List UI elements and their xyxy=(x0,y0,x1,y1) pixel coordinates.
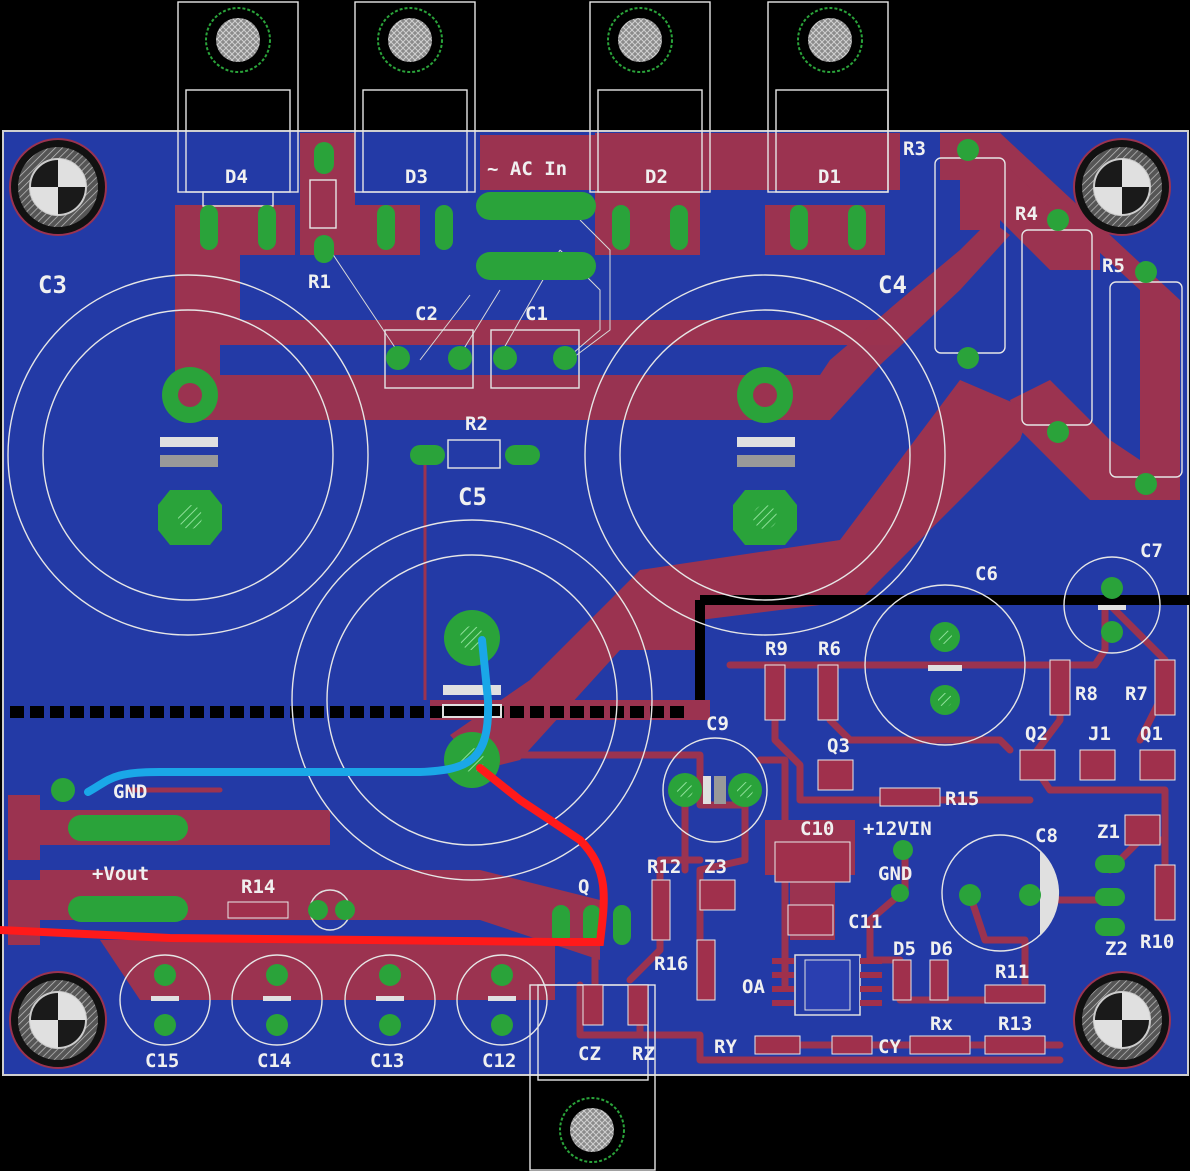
label-r1: R1 xyxy=(308,271,331,293)
mounting-holes xyxy=(9,138,1171,1069)
label-r11: R11 xyxy=(995,961,1029,983)
label-j1: J1 xyxy=(1088,723,1111,745)
label-c13: C13 xyxy=(370,1050,404,1072)
label-c10: C10 xyxy=(800,818,834,840)
label-c9: C9 xyxy=(706,713,729,735)
output-wire xyxy=(0,764,608,946)
label-c6: C6 xyxy=(975,563,998,585)
label-r5: R5 xyxy=(1102,255,1125,277)
label-12vin: +12VIN xyxy=(863,818,932,840)
label-c11: C11 xyxy=(848,911,882,933)
label-r12: R12 xyxy=(647,856,681,878)
label-z3: Z3 xyxy=(704,856,727,878)
gnd-wire xyxy=(84,636,493,796)
label-d4: D4 xyxy=(225,166,248,188)
label-c8: C8 xyxy=(1035,825,1058,847)
label-gnd: GND xyxy=(113,781,147,803)
label-rz: RZ xyxy=(632,1043,655,1065)
label-d2: D2 xyxy=(645,166,668,188)
label-vout: +Vout xyxy=(92,863,149,885)
label-c14: C14 xyxy=(257,1050,291,1072)
label-cz: CZ xyxy=(578,1043,601,1065)
label-r8: R8 xyxy=(1075,683,1098,705)
label-d1: D1 xyxy=(818,166,841,188)
label-ry: RY xyxy=(714,1036,737,1058)
label-q2: Q2 xyxy=(1025,723,1048,745)
label-q1: Q1 xyxy=(1140,723,1163,745)
label-q3: Q3 xyxy=(827,735,850,757)
label-c7: C7 xyxy=(1140,540,1163,562)
label-r9: R9 xyxy=(765,638,788,660)
label-c4: C4 xyxy=(878,271,907,299)
label-r13: R13 xyxy=(998,1013,1032,1035)
label-r16: R16 xyxy=(654,953,688,975)
label-z1: Z1 xyxy=(1097,821,1120,843)
label-z2: Z2 xyxy=(1105,938,1128,960)
label-r15: R15 xyxy=(945,788,979,810)
label-c5: C5 xyxy=(458,483,487,511)
label-d5: D5 xyxy=(893,938,916,960)
label-r2: R2 xyxy=(465,413,488,435)
label-c12: C12 xyxy=(482,1050,516,1072)
label-d3: D3 xyxy=(405,166,428,188)
label-c15: C15 xyxy=(145,1050,179,1072)
label-rx: Rx xyxy=(930,1013,953,1035)
label-r14: R14 xyxy=(241,876,275,898)
silkscreen-labels: D4 D3 D2 D1 ~ AC In R1 R2 R3 R4 R5 C2 C1… xyxy=(38,138,1174,1072)
label-cy: CY xyxy=(878,1036,901,1058)
label-q: Q xyxy=(578,876,589,898)
label-gnd2: GND xyxy=(878,863,912,885)
label-c1: C1 xyxy=(525,303,548,325)
label-d6: D6 xyxy=(930,938,953,960)
label-c2: C2 xyxy=(415,303,438,325)
label-r3: R3 xyxy=(903,138,926,160)
small-components xyxy=(51,142,1125,936)
label-oa: OA xyxy=(742,976,765,998)
label-r4: R4 xyxy=(1015,203,1038,225)
label-r6: R6 xyxy=(818,638,841,660)
label-c3: C3 xyxy=(38,271,67,299)
smd-components xyxy=(582,659,1176,1055)
label-r7: R7 xyxy=(1125,683,1148,705)
power-resistors xyxy=(934,139,1183,495)
diode-packages xyxy=(177,1,889,1171)
label-r10: R10 xyxy=(1140,931,1174,953)
label-ac-in: ~ AC In xyxy=(487,158,567,180)
